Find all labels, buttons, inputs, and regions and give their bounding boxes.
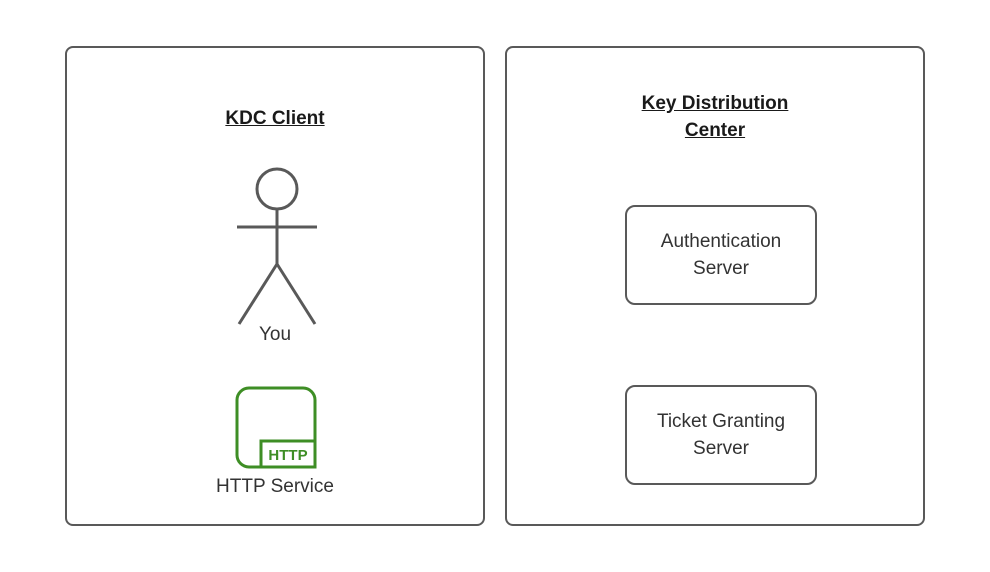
http-badge-label: HTTP bbox=[268, 447, 307, 464]
person-right-leg bbox=[275, 263, 317, 325]
person-icon bbox=[237, 167, 317, 325]
ticket-granting-server-box: Ticket Granting Server bbox=[625, 385, 817, 485]
kdc-client-panel-title: KDC Client bbox=[225, 108, 325, 129]
http-badge bbox=[259, 439, 317, 469]
ticket-granting-server-label: Ticket Granting Server bbox=[656, 411, 786, 459]
http-service-label: HTTP Service bbox=[216, 476, 334, 497]
kdc-panel-title: Key Distribution Center bbox=[641, 93, 789, 141]
key-distribution-center-panel: Key Distribution Center Authentication S… bbox=[505, 46, 925, 526]
http-service-icon: HTTP bbox=[235, 386, 317, 469]
person-left-leg bbox=[237, 263, 279, 325]
actor-label: You bbox=[258, 324, 292, 345]
authentication-server-label: Authentication Server bbox=[660, 231, 782, 279]
kdc-client-panel: KDC Client You HTTP HTTP Service bbox=[65, 46, 485, 526]
person-head bbox=[255, 167, 299, 211]
authentication-server-box: Authentication Server bbox=[625, 205, 817, 305]
